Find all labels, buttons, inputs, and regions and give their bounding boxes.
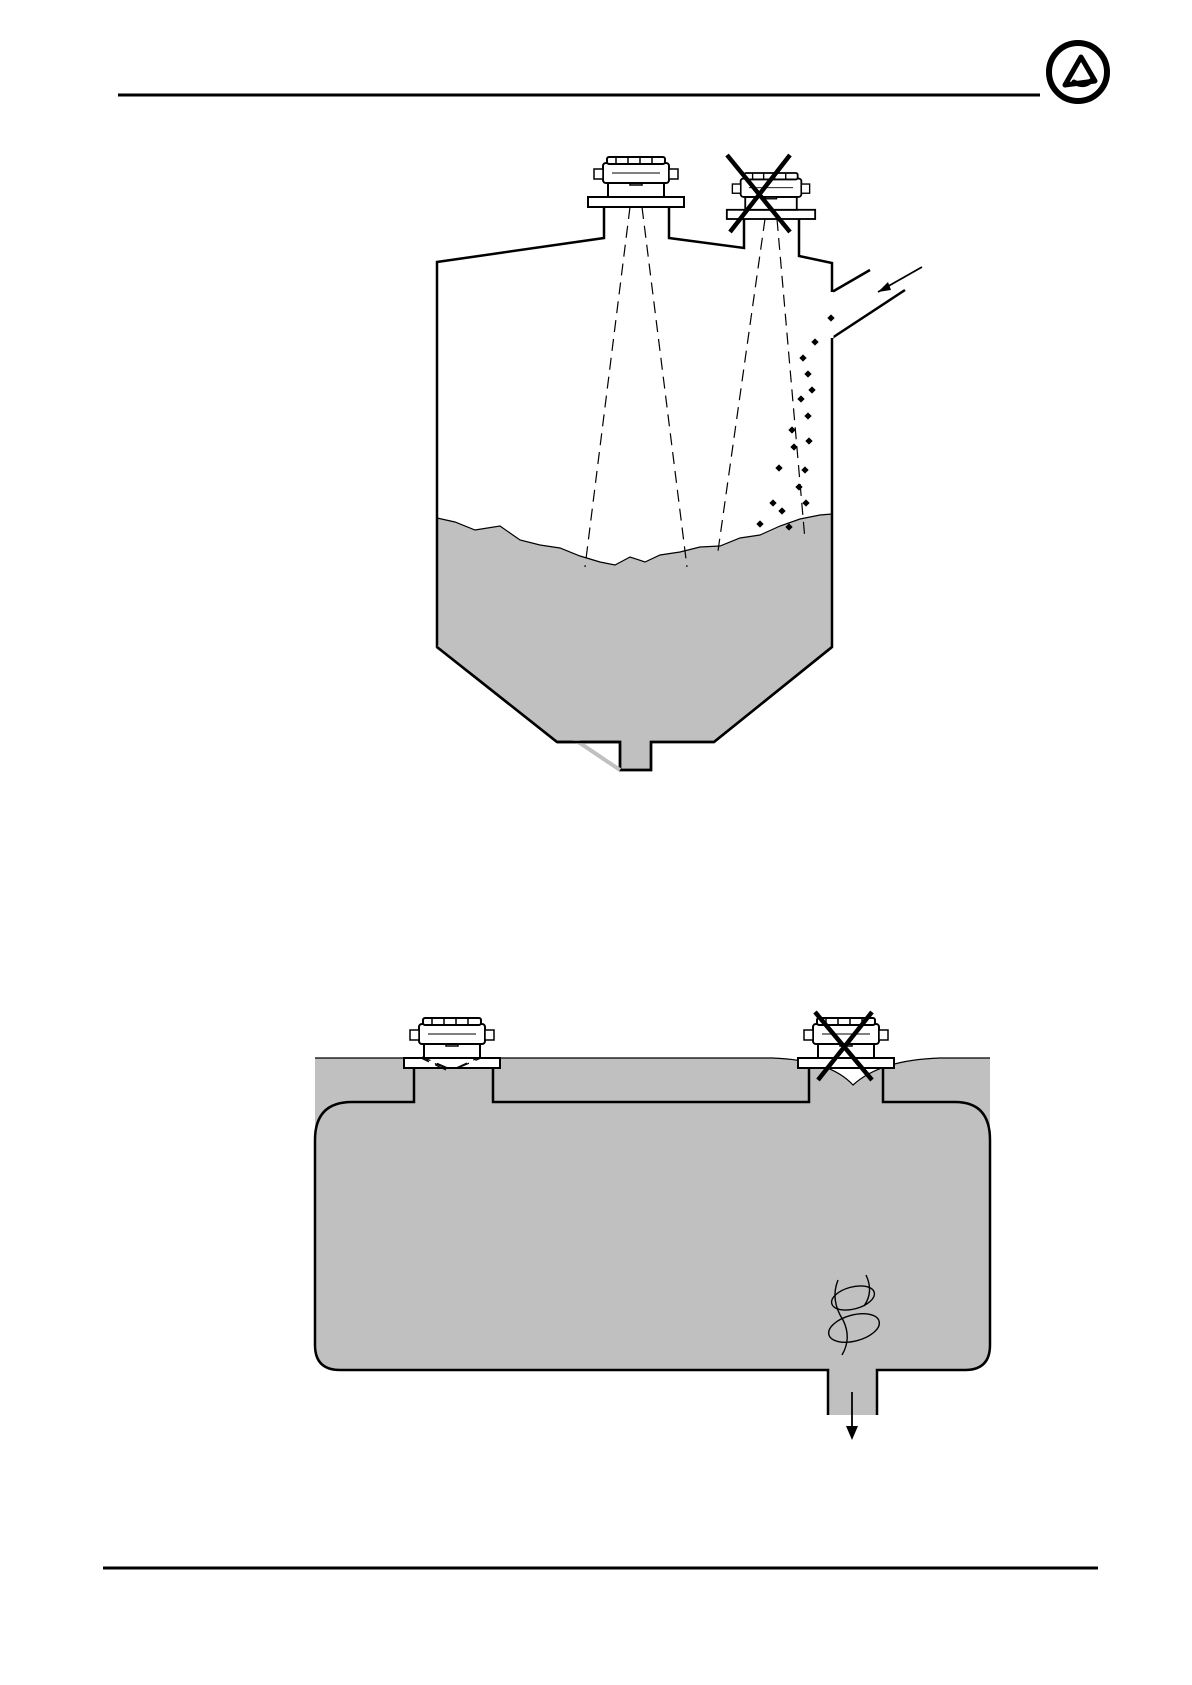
silo-beam-correct <box>585 207 687 567</box>
tank-sensor-correct <box>404 1018 500 1068</box>
tank-liquid <box>315 1058 990 1415</box>
silo-material <box>437 514 832 770</box>
silo-diagram <box>437 155 922 770</box>
silo-sensor-correct <box>588 157 684 207</box>
horizontal-tank-diagram <box>315 1012 990 1440</box>
fill-inlet-arrow <box>878 267 922 292</box>
silo-beam-incorrect <box>718 219 805 551</box>
falling-material-particles <box>756 314 834 530</box>
company-logo-icon <box>1049 43 1107 101</box>
silo-sensor-incorrect <box>727 155 815 232</box>
fill-inlet <box>832 267 922 338</box>
